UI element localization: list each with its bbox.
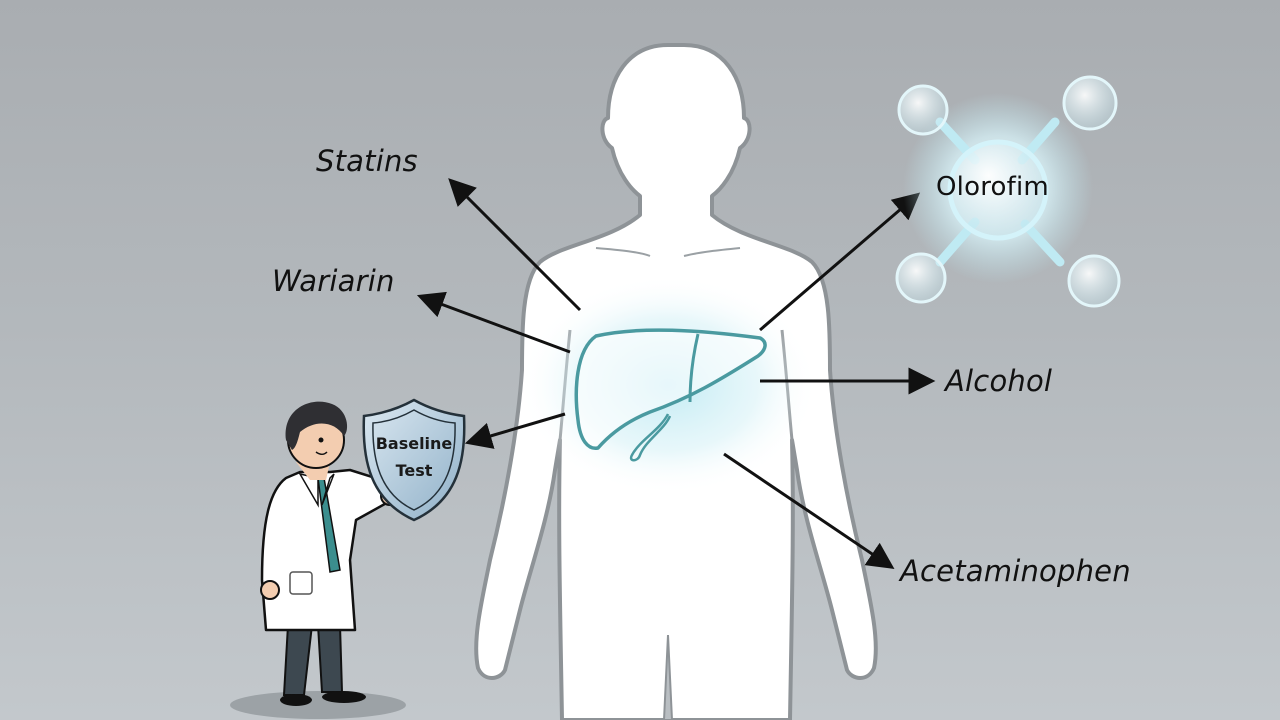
shield-label: Baseline Test — [364, 430, 464, 484]
shield-inner-border — [372, 409, 456, 511]
label-acetaminophen: Acetaminophen — [900, 554, 1131, 588]
arrow-to-acetaminophen — [723, 452, 895, 570]
label-warfarin: Wariarin — [272, 264, 395, 298]
label-alcohol: Alcohol — [945, 364, 1053, 398]
label-statins: Statins — [316, 144, 418, 178]
liver-icon — [574, 328, 767, 462]
shield-label-line1: Baseline — [375, 434, 453, 453]
arrow-to-statins — [448, 178, 582, 312]
label-olorofim: Olorofim — [936, 172, 1049, 202]
arrow-to-olorofim — [759, 192, 921, 332]
doctor-figure — [230, 401, 406, 719]
arrows — [416, 178, 936, 570]
shield-label-line2: Test — [395, 461, 433, 480]
arrow-to-warfarin — [416, 291, 571, 354]
molecule-icon — [895, 75, 1121, 308]
arrow-to-shield — [464, 412, 566, 449]
